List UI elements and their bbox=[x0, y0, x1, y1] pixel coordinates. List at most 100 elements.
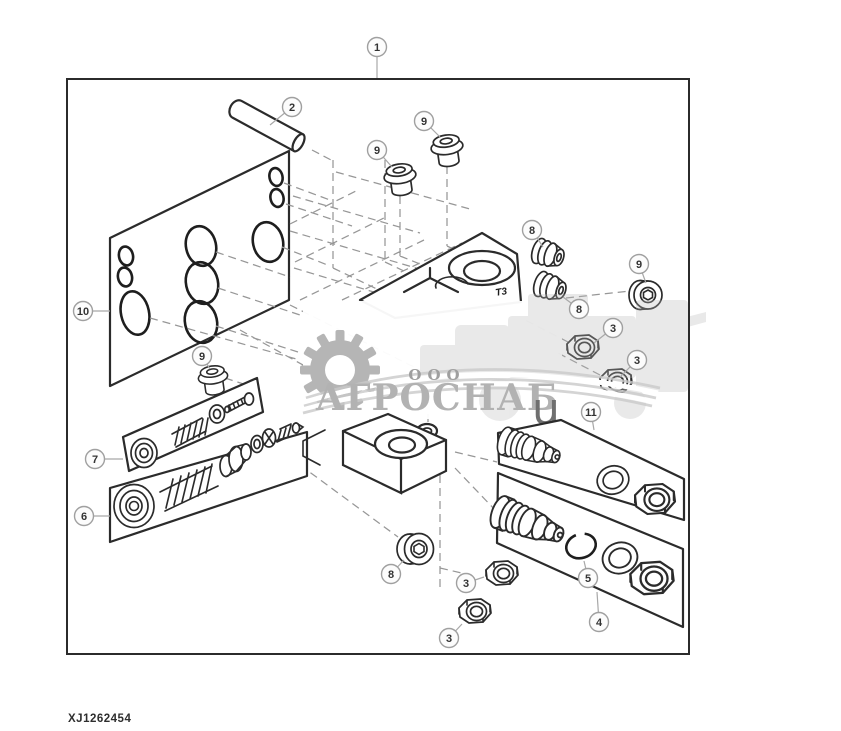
o-ring bbox=[269, 187, 285, 209]
callout-9[interactable]: 9 bbox=[191, 345, 213, 370]
callout-8[interactable]: 8 bbox=[562, 296, 590, 320]
callout-4[interactable]: 4 bbox=[588, 591, 610, 633]
callout-9[interactable]: 9 bbox=[366, 139, 393, 168]
callout-10[interactable]: 10 bbox=[72, 300, 111, 322]
diagram-base: T3 bbox=[108, 99, 663, 592]
callout-number: 5 bbox=[585, 573, 591, 585]
spring bbox=[171, 417, 209, 448]
valve-body-lower bbox=[302, 412, 448, 495]
callout-number: 2 bbox=[289, 102, 295, 114]
coupler-nut bbox=[633, 482, 677, 516]
callout-number: 8 bbox=[529, 225, 535, 237]
callout-number: 1 bbox=[374, 42, 380, 54]
callout-circle[interactable] bbox=[455, 572, 477, 594]
callout-number: 10 bbox=[77, 306, 89, 318]
callout-number: 9 bbox=[374, 145, 380, 157]
callout-number: 3 bbox=[463, 578, 469, 590]
o-ring bbox=[268, 166, 284, 188]
socket-plug bbox=[628, 279, 663, 311]
callout-circle[interactable] bbox=[628, 253, 650, 275]
callout-circle[interactable] bbox=[73, 505, 95, 527]
callout-5[interactable]: 5 bbox=[577, 560, 599, 589]
callout-7[interactable]: 7 bbox=[84, 448, 124, 470]
flanged-plug bbox=[428, 132, 467, 170]
callout-number: 3 bbox=[446, 633, 452, 645]
o-ring bbox=[183, 299, 219, 345]
callout-number: 3 bbox=[610, 323, 616, 335]
callout-circle[interactable] bbox=[602, 317, 624, 339]
fitting-plug bbox=[532, 270, 567, 301]
callout-circle[interactable] bbox=[588, 611, 610, 633]
dowel-pin bbox=[228, 99, 306, 153]
callout-11[interactable]: 11 bbox=[580, 401, 602, 431]
body-marking: T3 bbox=[495, 286, 509, 299]
callout-circle[interactable] bbox=[521, 219, 543, 241]
callouts-layer: 1 2 9 9 8 9 8 3 3 10 9 7 6 11 5 4 8 3 3 bbox=[72, 36, 650, 649]
watermark-harvester bbox=[420, 294, 706, 421]
callout-number: 7 bbox=[92, 454, 98, 466]
watermark: ООО АГРОСНАБ u bbox=[300, 294, 706, 435]
coupler-nut bbox=[629, 560, 675, 596]
callout-number: 3 bbox=[634, 355, 640, 367]
callout-3[interactable]: 3 bbox=[619, 349, 648, 378]
callout-number: 4 bbox=[596, 617, 603, 629]
callout-6[interactable]: 6 bbox=[73, 505, 111, 527]
diagram-lower bbox=[302, 412, 686, 629]
callout-circle[interactable] bbox=[626, 349, 648, 371]
oring-plate bbox=[108, 149, 291, 388]
valve-body-upper: T3 bbox=[358, 231, 523, 320]
callout-circle[interactable] bbox=[281, 96, 303, 118]
socket-plug bbox=[396, 532, 435, 566]
drawing-code: XJ1262454 bbox=[68, 713, 131, 725]
callout-circle[interactable] bbox=[580, 401, 602, 423]
valve-kit-box-6 bbox=[108, 422, 309, 544]
fitting-plug bbox=[530, 237, 565, 268]
o-ring bbox=[119, 289, 151, 337]
callout-9[interactable]: 9 bbox=[628, 253, 650, 284]
callout-3[interactable]: 3 bbox=[455, 572, 485, 594]
coupler-kit-box-4 bbox=[485, 471, 685, 629]
callout-circle[interactable] bbox=[366, 139, 388, 161]
watermark-swoosh bbox=[302, 368, 661, 415]
coupler-kit-box-11 bbox=[493, 418, 686, 522]
callout-3[interactable]: 3 bbox=[438, 623, 463, 649]
spring bbox=[159, 463, 219, 512]
callout-number: 6 bbox=[81, 511, 87, 523]
callout-1[interactable]: 1 bbox=[366, 36, 388, 79]
o-ring bbox=[117, 245, 135, 267]
flanged-plug bbox=[381, 161, 420, 199]
o-ring bbox=[184, 224, 218, 268]
callout-number: 8 bbox=[576, 304, 582, 316]
callout-circle[interactable] bbox=[380, 563, 402, 585]
callout-circle[interactable] bbox=[191, 345, 213, 367]
callout-circle[interactable] bbox=[72, 300, 94, 322]
valve-kit-box-7 bbox=[121, 376, 265, 473]
callout-circle[interactable] bbox=[366, 36, 388, 58]
callout-circle[interactable] bbox=[577, 567, 599, 589]
snap-ring bbox=[564, 532, 598, 560]
watermark-company: АГРОСНАБ bbox=[315, 377, 558, 419]
callout-9[interactable]: 9 bbox=[413, 110, 441, 138]
callout-number: 8 bbox=[388, 569, 394, 581]
lock-nut bbox=[485, 560, 519, 586]
callout-circle[interactable] bbox=[438, 627, 460, 649]
watermark-prefix: ООО bbox=[408, 366, 465, 384]
callout-2[interactable]: 2 bbox=[269, 96, 303, 126]
o-ring bbox=[116, 266, 134, 288]
callout-number: 9 bbox=[421, 116, 427, 128]
o-ring bbox=[251, 220, 285, 264]
callout-number: 9 bbox=[636, 259, 642, 271]
callout-circle[interactable] bbox=[568, 298, 590, 320]
callout-8[interactable]: 8 bbox=[380, 559, 405, 585]
callout-8[interactable]: 8 bbox=[521, 219, 544, 248]
screw bbox=[225, 396, 248, 413]
callout-circle[interactable] bbox=[413, 110, 435, 132]
lock-nut bbox=[458, 598, 492, 624]
hidden-lines-upper bbox=[289, 149, 471, 307]
callout-circle[interactable] bbox=[84, 448, 106, 470]
callout-3[interactable]: 3 bbox=[593, 317, 624, 344]
callout-number: 9 bbox=[199, 351, 205, 363]
diagram-frame bbox=[66, 78, 690, 655]
